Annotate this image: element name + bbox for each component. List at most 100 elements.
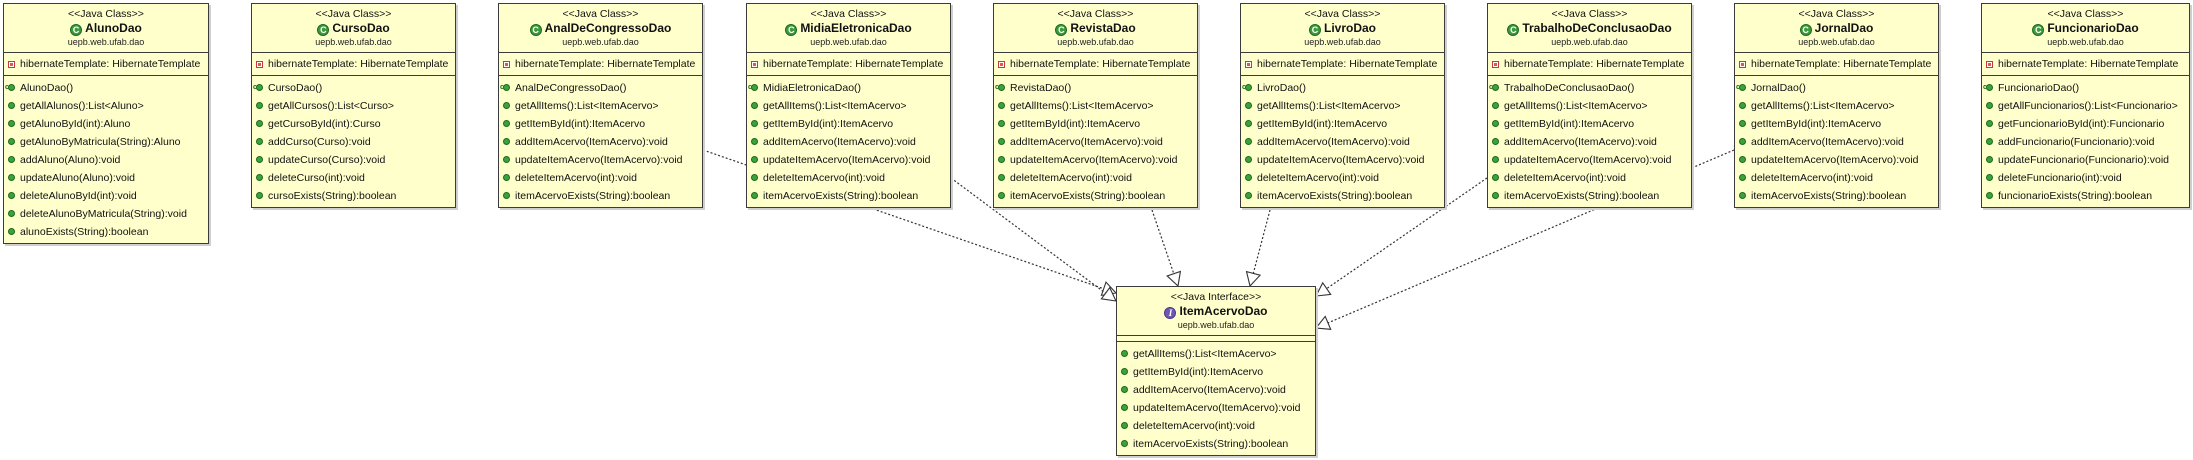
operation-row[interactable]: updateItemAcervo(ItemAcervo):void: [1245, 151, 1440, 169]
operation-row[interactable]: getAllAlunos():List<Aluno>: [8, 97, 204, 115]
operation-row[interactable]: getFuncionarioById(int):Funcionario: [1986, 115, 2185, 133]
operation-row[interactable]: deleteFuncionario(int):void: [1986, 169, 2185, 187]
realization-edge-revistadao[interactable]: [1151, 209, 1175, 274]
operation-row[interactable]: deleteItemAcervo(int):void: [751, 169, 946, 187]
operation-row[interactable]: updateFuncionario(Funcionario):void: [1986, 151, 2185, 169]
operation-row[interactable]: getAllItems():List<ItemAcervo>: [1739, 97, 1934, 115]
operation-row[interactable]: deleteItemAcervo(int):void: [1739, 169, 1934, 187]
operation-row[interactable]: getAllItems():List<ItemAcervo>: [503, 97, 698, 115]
operation-row[interactable]: updateItemAcervo(ItemAcervo):void: [751, 151, 946, 169]
operation-row[interactable]: addItemAcervo(ItemAcervo):void: [751, 133, 946, 151]
operation-row[interactable]: CursoDao(): [253, 79, 451, 97]
operation-row[interactable]: RevistaDao(): [995, 79, 1193, 97]
operation-row[interactable]: addItemAcervo(ItemAcervo):void: [1492, 133, 1687, 151]
operation-row[interactable]: deleteAlunoByMatricula(String):void: [8, 205, 204, 223]
operation-row[interactable]: updateItemAcervo(ItemAcervo):void: [1121, 399, 1311, 417]
operation-row[interactable]: cursoExists(String):boolean: [256, 187, 451, 205]
attribute-row[interactable]: hibernateTemplate: HibernateTemplate: [256, 56, 451, 72]
operation-row[interactable]: MidiaEletronicaDao(): [748, 79, 946, 97]
operation-row[interactable]: getCursoById(int):Curso: [256, 115, 451, 133]
operation-row[interactable]: alunoExists(String):boolean: [8, 223, 204, 241]
operation-row[interactable]: updateItemAcervo(ItemAcervo):void: [1739, 151, 1934, 169]
operation-row[interactable]: getAllFuncionarios():List<Funcionario>: [1986, 97, 2185, 115]
operation-row[interactable]: getAllItems():List<ItemAcervo>: [998, 97, 1193, 115]
operation-row[interactable]: getAllItems():List<ItemAcervo>: [1121, 345, 1311, 363]
operation-row[interactable]: deleteItemAcervo(int):void: [1245, 169, 1440, 187]
operation-row[interactable]: getAllItems():List<ItemAcervo>: [1492, 97, 1687, 115]
realization-edge-trabalhodeconclusaodao[interactable]: [1326, 177, 1488, 290]
operation-row[interactable]: deleteCurso(int):void: [256, 169, 451, 187]
operation-row[interactable]: updateItemAcervo(ItemAcervo):void: [1492, 151, 1687, 169]
operation-row[interactable]: deleteItemAcervo(int):void: [503, 169, 698, 187]
operation-row[interactable]: addItemAcervo(ItemAcervo):void: [1739, 133, 1934, 151]
operation-row[interactable]: getAllCursos():List<Curso>: [256, 97, 451, 115]
operation-row[interactable]: getAllItems():List<ItemAcervo>: [751, 97, 946, 115]
attribute-row[interactable]: hibernateTemplate: HibernateTemplate: [1492, 56, 1687, 72]
operation-row[interactable]: itemAcervoExists(String):boolean: [1492, 187, 1687, 205]
operation-row[interactable]: itemAcervoExists(String):boolean: [751, 187, 946, 205]
operation-row[interactable]: addFuncionario(Funcionario):void: [1986, 133, 2185, 151]
operation-row[interactable]: getItemById(int):ItemAcervo: [1121, 363, 1311, 381]
operation-row[interactable]: addAluno(Aluno):void: [8, 151, 204, 169]
stereotype-label: <<Java Class>>: [810, 8, 887, 20]
operation-row[interactable]: itemAcervoExists(String):boolean: [998, 187, 1193, 205]
operation-row[interactable]: addCurso(Curso):void: [256, 133, 451, 151]
operation-row[interactable]: getItemById(int):ItemAcervo: [751, 115, 946, 133]
operation-row[interactable]: addItemAcervo(ItemAcervo):void: [998, 133, 1193, 151]
operation-row[interactable]: deleteItemAcervo(int):void: [1121, 417, 1311, 435]
operation-row[interactable]: deleteAlunoById(int):void: [8, 187, 204, 205]
operation-row[interactable]: updateItemAcervo(ItemAcervo):void: [998, 151, 1193, 169]
operation-row[interactable]: updateAluno(Aluno):void: [8, 169, 204, 187]
realization-edge-livrodao[interactable]: [1252, 209, 1271, 274]
attribute-text: hibernateTemplate: HibernateTemplate: [268, 58, 449, 70]
operation-row[interactable]: getItemById(int):ItemAcervo: [1492, 115, 1687, 133]
operation-row[interactable]: AnalDeCongressoDao(): [500, 79, 698, 97]
attribute-row[interactable]: hibernateTemplate: HibernateTemplate: [503, 56, 698, 72]
operation-row[interactable]: itemAcervoExists(String):boolean: [503, 187, 698, 205]
public-method-icon: [503, 156, 510, 163]
operation-row[interactable]: AlunoDao(): [5, 79, 204, 97]
attribute-row[interactable]: hibernateTemplate: HibernateTemplate: [751, 56, 946, 72]
operation-row[interactable]: LivroDao(): [1242, 79, 1440, 97]
realization-edge-analdecongressodao[interactable]: [702, 149, 1104, 290]
operation-row[interactable]: itemAcervoExists(String):boolean: [1121, 435, 1311, 453]
operation-row[interactable]: addItemAcervo(ItemAcervo):void: [1121, 381, 1311, 399]
operation-row[interactable]: itemAcervoExists(String):boolean: [1739, 187, 1934, 205]
operation-row[interactable]: addItemAcervo(ItemAcervo):void: [503, 133, 698, 151]
operation-row[interactable]: getAlunoByMatricula(String):Aluno: [8, 133, 204, 151]
operation-row[interactable]: updateItemAcervo(ItemAcervo):void: [503, 151, 698, 169]
operation-text: getAllItems():List<ItemAcervo>: [1751, 100, 1895, 112]
operation-row[interactable]: TrabalhoDeConclusaoDao(): [1489, 79, 1687, 97]
operation-row[interactable]: getItemById(int):ItemAcervo: [998, 115, 1193, 133]
attribute-row[interactable]: hibernateTemplate: HibernateTemplate: [998, 56, 1193, 72]
operation-row[interactable]: getAllItems():List<ItemAcervo>: [1245, 97, 1440, 115]
attribute-row[interactable]: hibernateTemplate: HibernateTemplate: [1739, 56, 1934, 72]
operation-row[interactable]: FuncionarioDao(): [1983, 79, 2185, 97]
operation-row[interactable]: deleteItemAcervo(int):void: [998, 169, 1193, 187]
operation-row[interactable]: getAlunoById(int):Aluno: [8, 115, 204, 133]
realization-edge-midiaeletronicadao[interactable]: [950, 177, 1106, 294]
operation-row[interactable]: getItemById(int):ItemAcervo: [1245, 115, 1440, 133]
operation-row[interactable]: funcionarioExists(String):boolean: [1986, 187, 2185, 205]
operation-row[interactable]: getItemById(int):ItemAcervo: [503, 115, 698, 133]
operation-row[interactable]: updateCurso(Curso):void: [256, 151, 451, 169]
operation-row[interactable]: getItemById(int):ItemAcervo: [1739, 115, 1934, 133]
attribute-row[interactable]: hibernateTemplate: HibernateTemplate: [1245, 56, 1440, 72]
attribute-row[interactable]: hibernateTemplate: HibernateTemplate: [1986, 56, 2185, 72]
operation-row[interactable]: itemAcervoExists(String):boolean: [1245, 187, 1440, 205]
operation-row[interactable]: addItemAcervo(ItemAcervo):void: [1245, 133, 1440, 151]
operation-row[interactable]: deleteItemAcervo(int):void: [1492, 169, 1687, 187]
operation-row[interactable]: JornalDao(): [1736, 79, 1934, 97]
attribute-row[interactable]: hibernateTemplate: HibernateTemplate: [8, 56, 204, 72]
